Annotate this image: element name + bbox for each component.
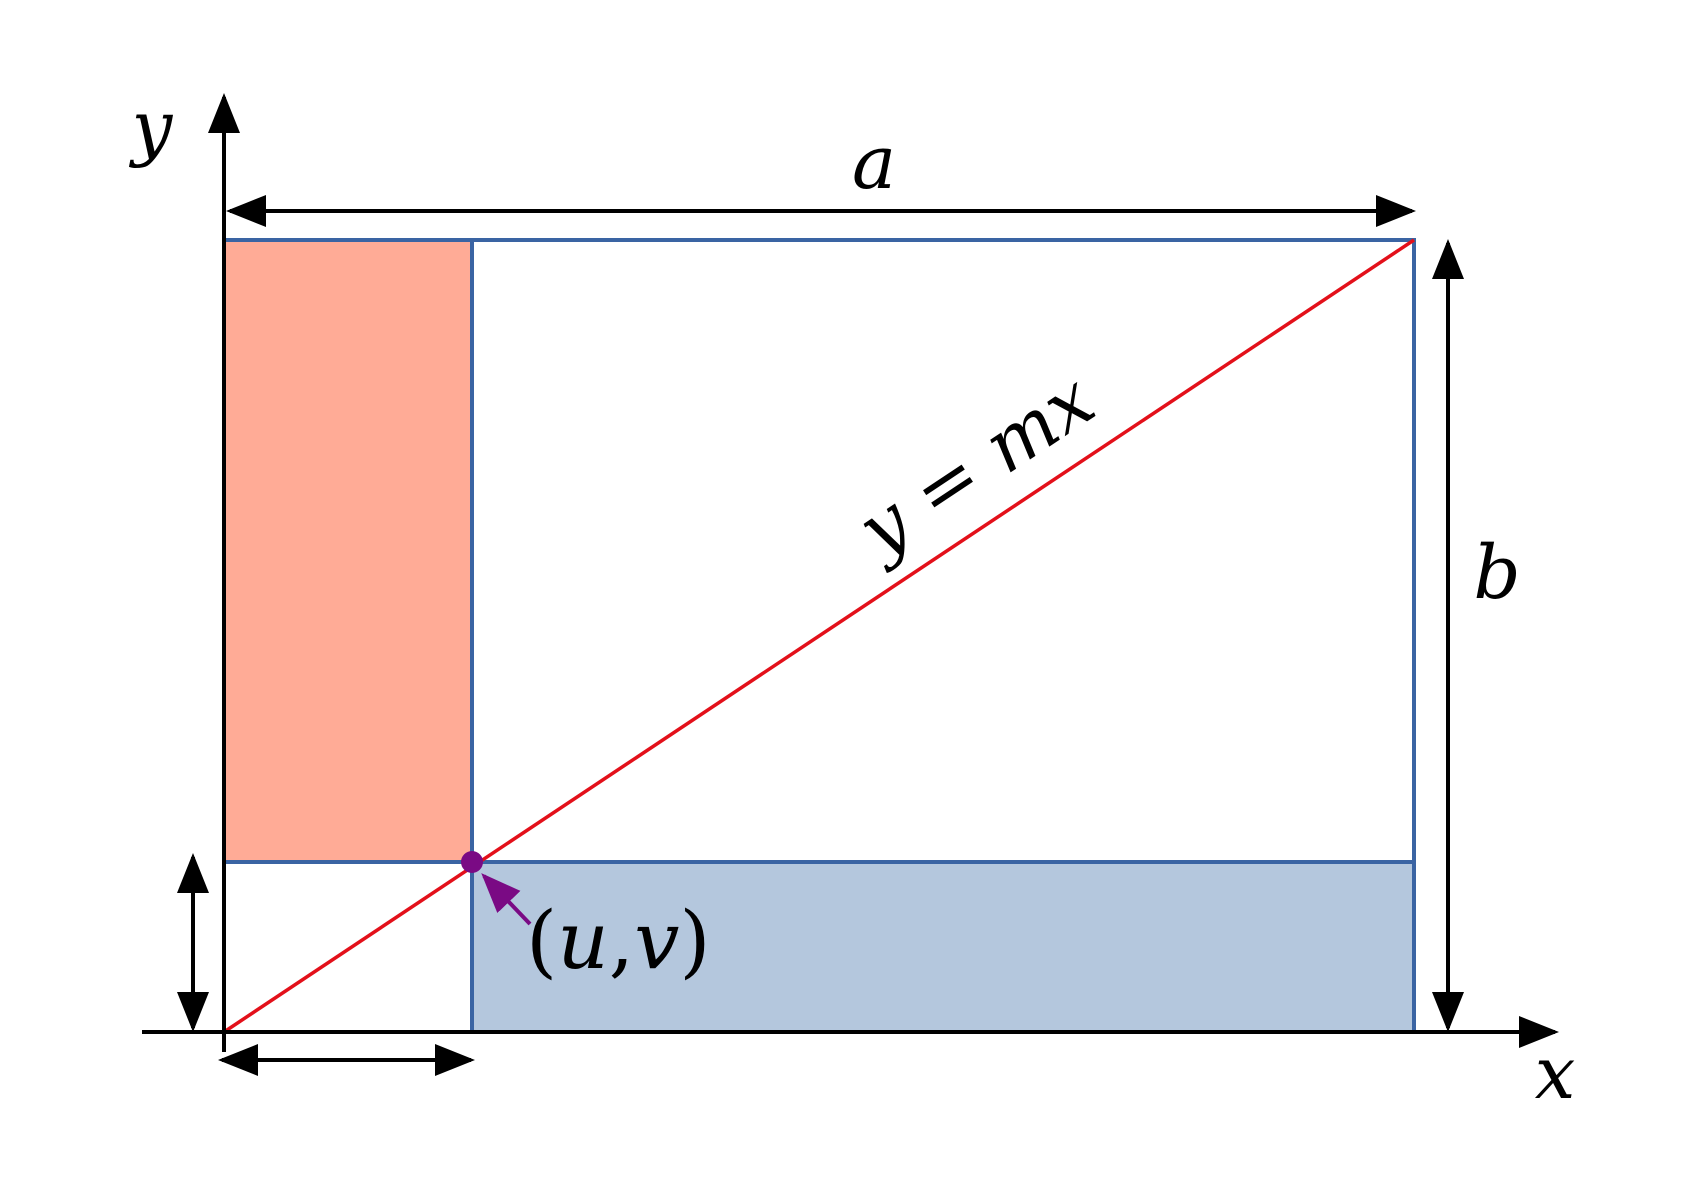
diagonal-line	[223, 238, 1415, 1034]
x-axis-label: x	[1535, 1031, 1576, 1115]
point-uv-label: (u,v)	[526, 894, 711, 987]
point-comma: ,	[609, 894, 634, 987]
point-uv-marker	[461, 851, 483, 873]
point-u: u	[557, 894, 609, 987]
y-axis-label: y	[129, 85, 174, 169]
width-a-label: a	[852, 120, 896, 206]
point-close-paren: )	[679, 894, 710, 987]
point-open-paren: (	[526, 894, 557, 987]
point-v: v	[634, 894, 679, 987]
height-b-label: b	[1473, 530, 1520, 616]
left-shaded-strip	[224, 240, 472, 862]
line-equation-label: y = mx	[840, 357, 1109, 576]
bottom-shaded-strip	[472, 862, 1414, 1032]
point-pointer-arrow	[481, 873, 532, 926]
